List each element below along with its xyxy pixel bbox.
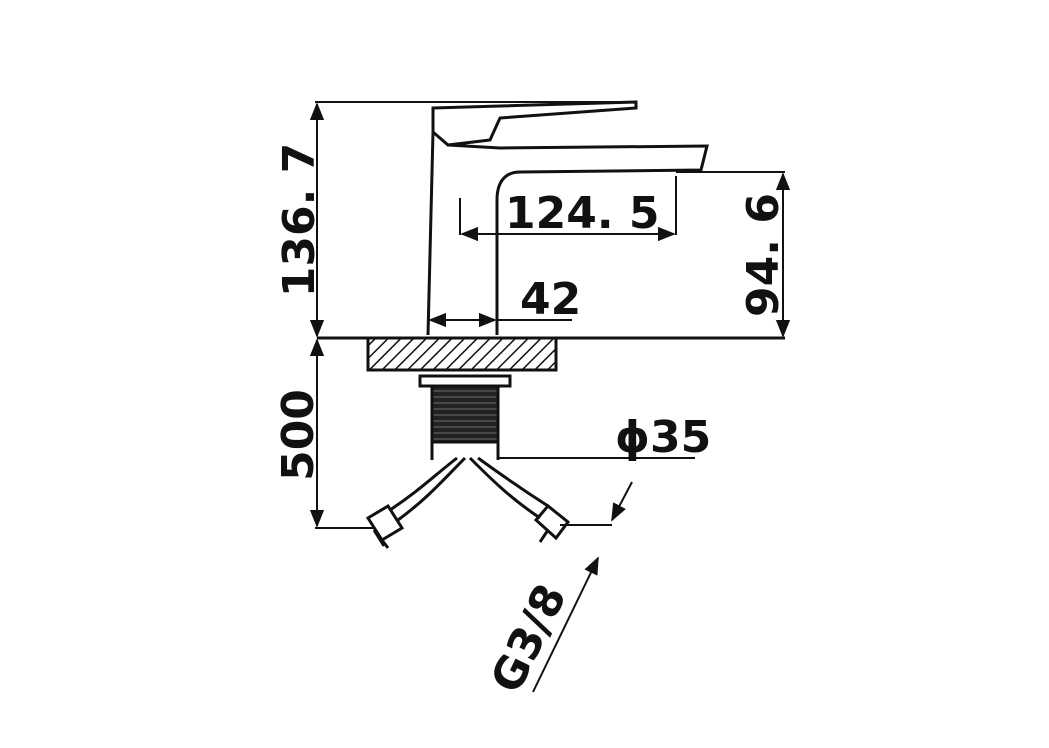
spout-height-label: 94. 6 bbox=[738, 193, 789, 317]
total-height-label: 136. 7 bbox=[274, 143, 325, 298]
dimension-total-height bbox=[309, 101, 636, 338]
connection-thread-label: G3/8 bbox=[481, 576, 577, 700]
dimension-hose-length bbox=[309, 338, 374, 529]
countertop-section bbox=[317, 336, 785, 372]
body-width-label: 42 bbox=[520, 274, 581, 325]
mounting-thread bbox=[418, 374, 512, 460]
dimension-connection-thread bbox=[532, 481, 633, 693]
spout-reach-label: 124. 5 bbox=[505, 188, 660, 239]
hose-length-label: 500 bbox=[273, 389, 324, 481]
mount-diameter-label: ϕ35 bbox=[615, 412, 711, 463]
hoses bbox=[365, 456, 571, 549]
dimension-spout-reach bbox=[459, 176, 677, 242]
dimension-spout-height bbox=[676, 171, 791, 338]
